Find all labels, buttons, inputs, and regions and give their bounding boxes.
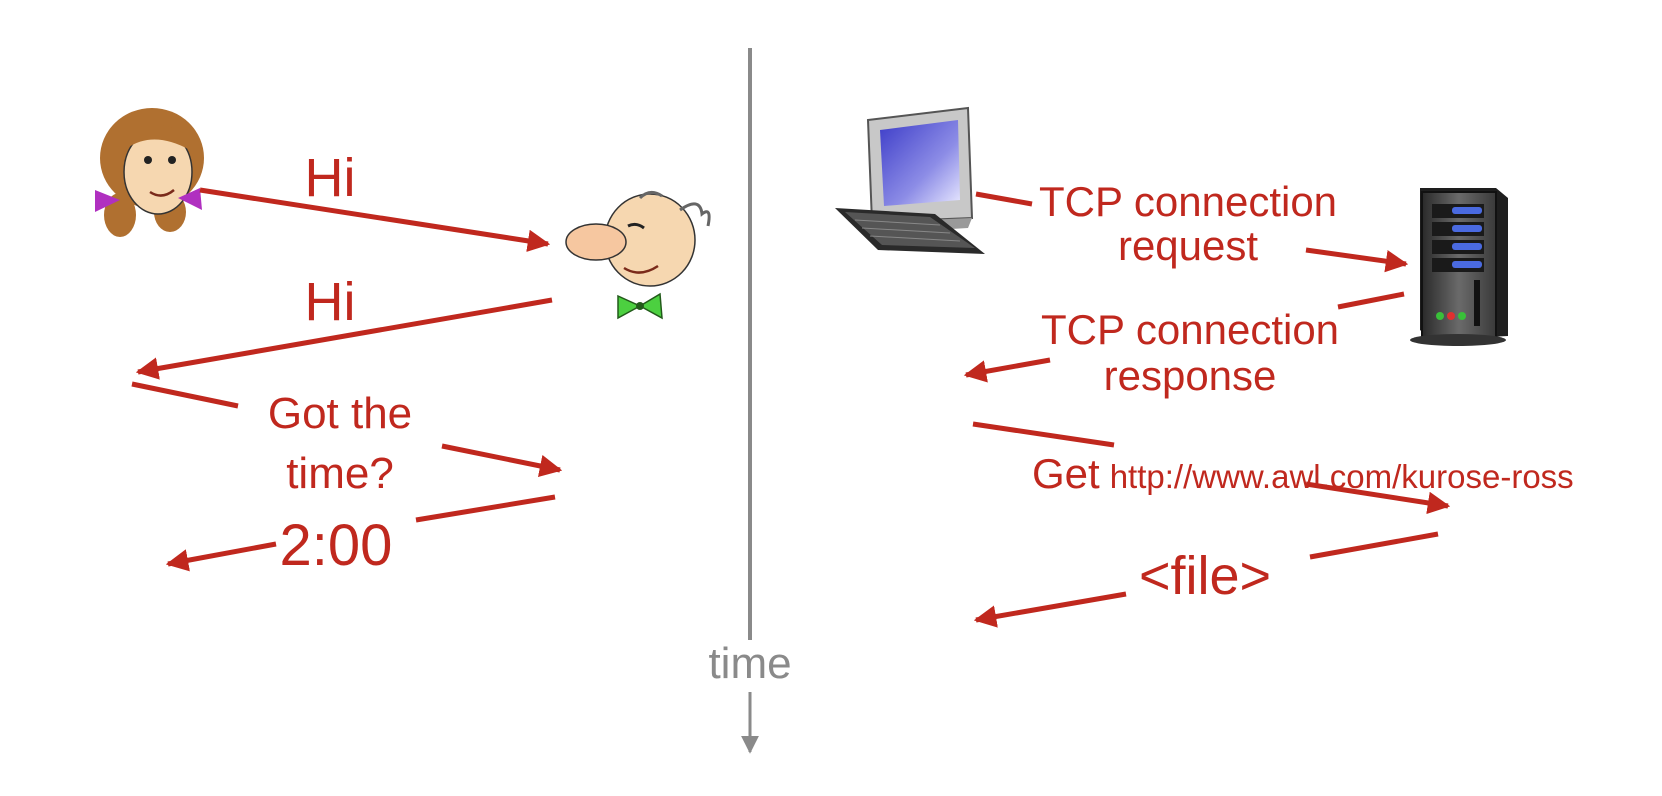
two-oclock-label: 2:00: [280, 513, 393, 578]
get-request-arrow-start: [972, 421, 1115, 448]
woman-face-icon: [95, 108, 204, 237]
get-url: http://www.awl.com/kurose-ross: [1110, 458, 1574, 495]
tcp-request-label-line1: TCP connection: [1039, 178, 1337, 225]
tcp-request-arrow-start: [975, 191, 1033, 207]
file-reply-label: <file>: [1139, 546, 1271, 606]
hi-message-label: Hi: [305, 148, 356, 208]
server-tower-icon: [1410, 188, 1508, 346]
got-the-label: Got the: [268, 389, 412, 438]
file-reply-arrow-start: [1309, 531, 1439, 560]
get-verb: Get: [1032, 450, 1100, 497]
hi-reply-arrow: [135, 297, 553, 380]
tcp-request-label-line2: request: [1118, 222, 1258, 269]
tcp-response-arrow-start: [1337, 291, 1405, 310]
time-question-label: time?: [286, 449, 394, 498]
hi-reply-label: Hi: [305, 272, 356, 332]
man-face-icon: [565, 191, 711, 320]
tcp-response-label-line2: response: [1104, 352, 1277, 399]
timeline: time: [708, 48, 792, 754]
time-reply-arrow-start: [415, 494, 556, 523]
hi-request-arrow: [199, 187, 551, 253]
time-label: time: [708, 639, 791, 688]
got-time-arrow-start: [131, 381, 239, 409]
time-reply-arrow-end: [165, 541, 277, 572]
got-time-arrow-end: [441, 443, 563, 477]
tcp-request-arrow-end: [1305, 247, 1409, 273]
desktop-computer-icon: [835, 106, 985, 254]
get-request-label: Get http://www.awl.com/kurose-ross: [1032, 450, 1574, 497]
file-reply-arrow-end: [973, 591, 1127, 628]
get-request-arrow-end: [1305, 481, 1451, 515]
tcp-response-label-line1: TCP connection: [1041, 306, 1339, 353]
tcp-response-arrow-end: [963, 357, 1051, 383]
